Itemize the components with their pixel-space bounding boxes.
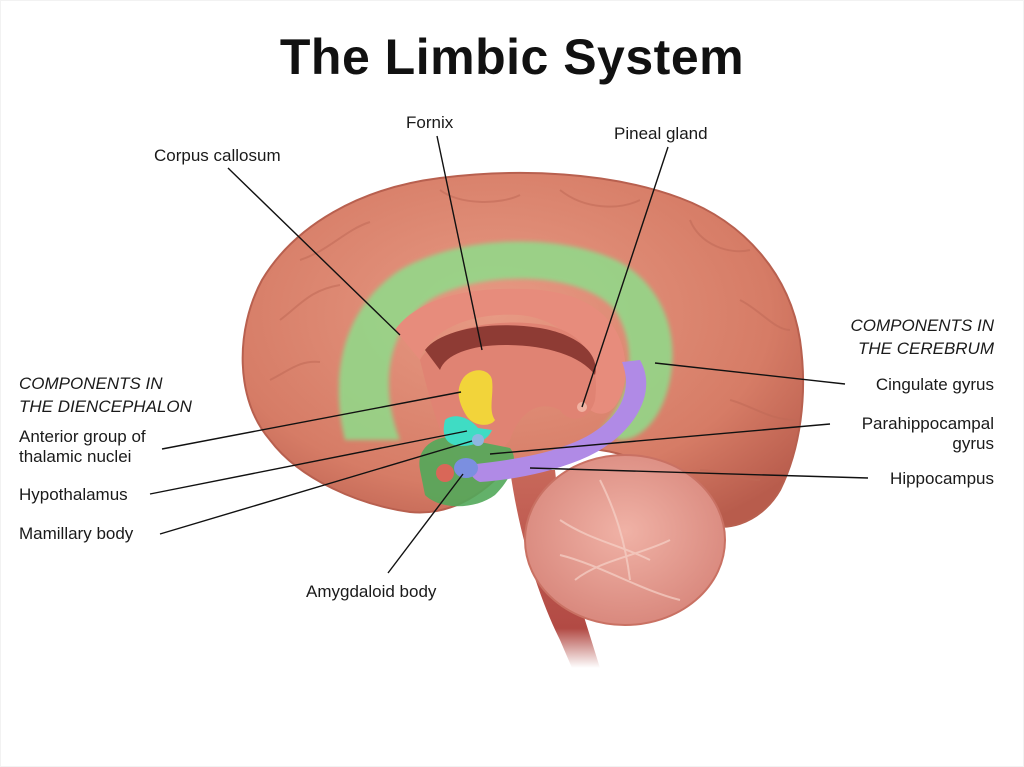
page-title: The Limbic System xyxy=(279,29,745,85)
anterior-thalamic-nuclei xyxy=(458,370,495,425)
corpus-callosum xyxy=(395,288,626,414)
label-amygdaloid-body: Amygdaloid body xyxy=(306,582,437,601)
leader-fornix xyxy=(436,135,483,351)
label-anterior-group-line1: Anterior group of xyxy=(19,427,146,446)
leader-hypothalamus xyxy=(149,430,468,495)
leader-pineal-gland xyxy=(581,146,669,408)
leader-parahippocampal xyxy=(489,423,831,455)
label-pineal-gland: Pineal gland xyxy=(614,124,708,143)
hippocampus xyxy=(471,360,647,482)
leader-cingulate-gyrus xyxy=(654,362,846,385)
diencephalon-heading-1: COMPONENTS IN xyxy=(19,374,163,393)
amygdaloid-body xyxy=(454,458,478,478)
label-corpus-callosum: Corpus callosum xyxy=(154,146,281,165)
diencephalon-heading-2: THE DIENCEPHALON xyxy=(19,397,192,416)
label-hypothalamus: Hypothalamus xyxy=(19,485,128,504)
cerebellum xyxy=(524,454,726,626)
leader-anterior-thalamic xyxy=(161,391,462,450)
label-parahippocampal-line1: Parahippocampal xyxy=(861,414,994,433)
cerebrum-heading-1: COMPONENTS IN xyxy=(850,316,994,335)
leader-corpus-callosum xyxy=(227,167,401,336)
cingulate-gyrus xyxy=(338,241,673,440)
leader-hippocampus xyxy=(529,467,869,479)
label-parahippocampal-line2: gyrus xyxy=(952,434,994,453)
label-hippocampus: Hippocampus xyxy=(890,469,994,488)
label-mamillary-body: Mamillary body xyxy=(19,524,134,543)
label-cingulate-gyrus: Cingulate gyrus xyxy=(875,375,994,394)
label-fornix: Fornix xyxy=(406,113,454,132)
lateral-ventricle xyxy=(425,325,596,375)
leader-mamillary-body xyxy=(159,440,473,535)
mamillary-body xyxy=(472,434,484,446)
pituitary xyxy=(436,464,454,482)
cerebrum-heading-2: THE CEREBRUM xyxy=(857,339,994,358)
label-anterior-group-line2: thalamic nuclei xyxy=(19,447,132,466)
leader-amygdaloid-body xyxy=(387,473,464,574)
